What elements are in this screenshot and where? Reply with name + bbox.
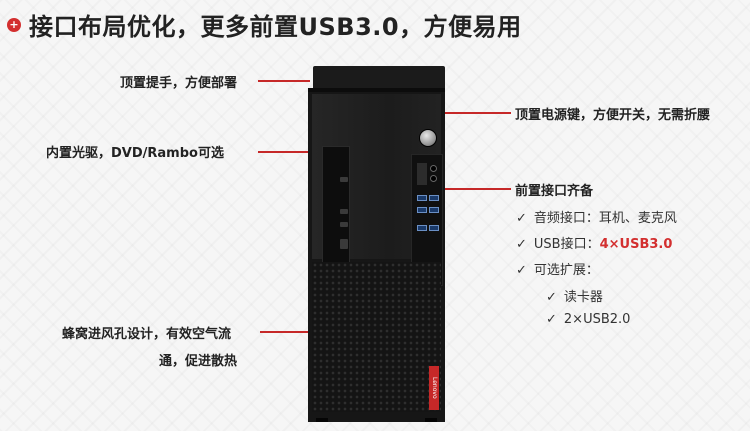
usb-port-icon <box>417 225 427 231</box>
lenovo-logo-text: Lenovo <box>431 377 438 399</box>
check-icon: ✓ <box>516 237 527 252</box>
usb-item-highlight: 4×USB3.0 <box>599 237 673 252</box>
eject-button <box>340 177 348 182</box>
drive-indicator <box>340 222 348 227</box>
top-edge <box>308 88 445 92</box>
pointer-line-power <box>425 112 511 114</box>
usb2-item-text: 2×USB2.0 <box>563 312 631 327</box>
usb-port-icon <box>417 207 427 213</box>
honeycomb-vent <box>312 262 441 412</box>
label-vent-line1: 蜂窝进风孔设计，有效空气流 <box>62 327 232 342</box>
label-optical-drive: 内置光驱，DVD/Rambo可选 <box>46 146 224 161</box>
pointer-line-top-handle <box>258 80 310 82</box>
label-power-button: 顶置电源键，方便开关，无需折腰 <box>515 108 711 123</box>
list-item-expand: ✓ 可选扩展： <box>516 259 599 278</box>
card-reader-slot <box>417 163 427 185</box>
drive-indicator <box>340 239 348 249</box>
check-icon: ✓ <box>546 290 557 305</box>
front-panel <box>312 94 443 286</box>
top-handle <box>313 66 445 88</box>
tower-foot <box>316 418 328 422</box>
usb-port-icon <box>429 195 439 201</box>
headphone-jack-icon <box>430 165 437 172</box>
check-icon: ✓ <box>516 263 527 278</box>
tower-foot <box>425 418 437 422</box>
plus-bullet-icon: + <box>7 18 21 32</box>
list-item-usb: ✓ USB接口：4×USB3.0 <box>516 233 672 252</box>
list-item-usb2: ✓ 2×USB2.0 <box>546 312 630 327</box>
label-top-handle: 顶置提手，方便部署 <box>120 76 238 91</box>
desktop-tower-image: Lenovo <box>308 66 445 422</box>
pointer-line-vent <box>260 331 316 333</box>
list-item-card-reader: ✓ 读卡器 <box>546 286 603 305</box>
list-item-audio: ✓ 音频接口：耳机、麦克风 <box>516 207 677 226</box>
check-icon: ✓ <box>516 211 527 226</box>
pointer-line-ports <box>428 188 511 190</box>
usb-port-icon <box>417 195 427 201</box>
card-reader-text: 读卡器 <box>563 290 603 305</box>
audio-item-text: 音频接口：耳机、麦克风 <box>533 211 677 226</box>
lenovo-logo <box>429 366 439 410</box>
label-front-ports: 前置接口齐备 <box>515 184 594 199</box>
expand-item-text: 可选扩展： <box>533 263 599 278</box>
page-title: 接口布局优化，更多前置USB3.0，方便易用 <box>29 13 522 41</box>
power-button-icon <box>419 129 437 147</box>
usb-port-icon <box>429 207 439 213</box>
drive-indicator <box>340 209 348 214</box>
optical-drive-bay <box>322 146 350 268</box>
usb-port-icon <box>429 225 439 231</box>
check-icon: ✓ <box>546 312 557 327</box>
usb-item-text: USB接口： <box>533 237 600 252</box>
label-vent-line2: 通，促进散热 <box>159 354 238 369</box>
pointer-line-optical <box>258 151 316 153</box>
microphone-jack-icon <box>430 175 437 182</box>
